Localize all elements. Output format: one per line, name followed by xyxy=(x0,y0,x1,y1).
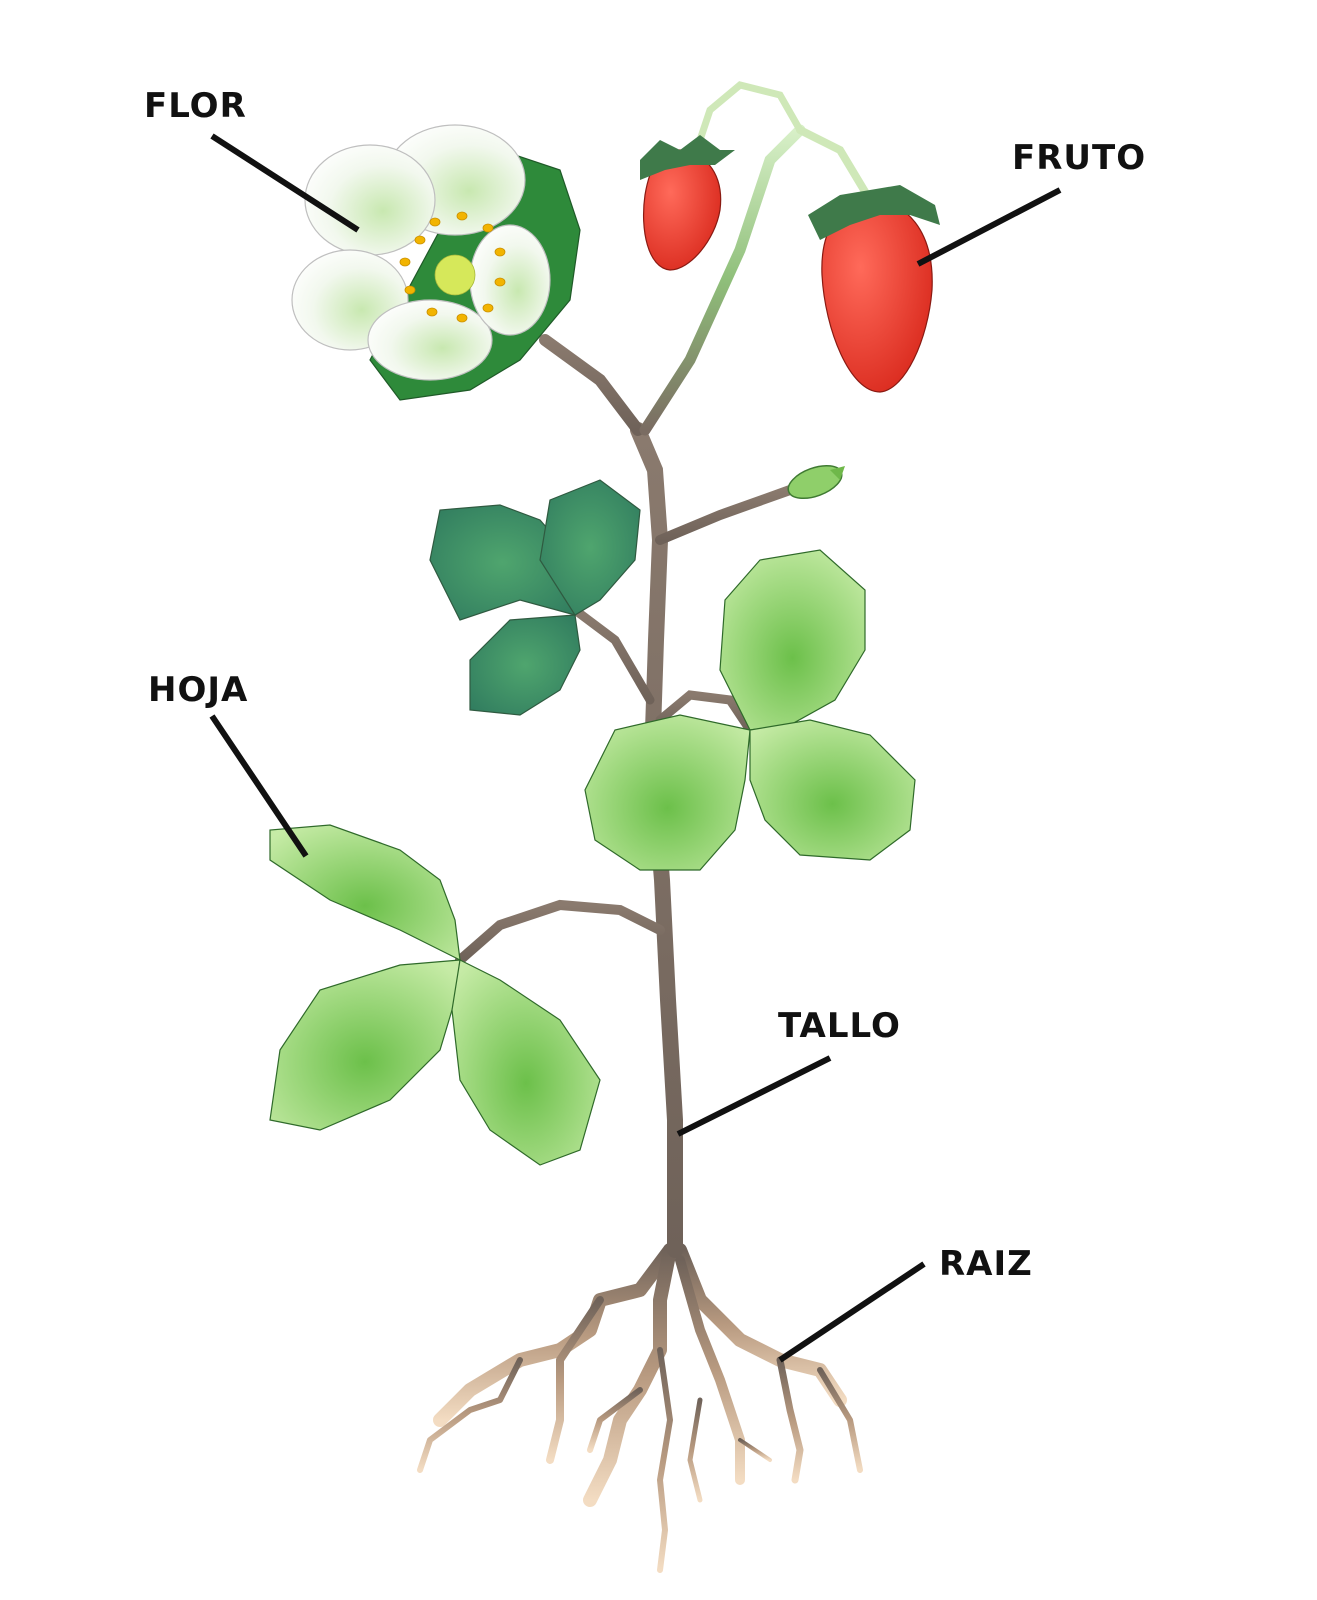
leaf-cluster-upper xyxy=(429,479,641,716)
leader-lines xyxy=(209,133,1062,1363)
label-flor: FLOR xyxy=(144,86,247,126)
leader-line-fruto xyxy=(916,187,1062,267)
leader-line-hoja xyxy=(209,714,309,858)
leaf-cluster-left xyxy=(269,824,601,1166)
stamens xyxy=(399,211,506,323)
label-fruto: FRUTO xyxy=(1012,138,1147,178)
fruit-large xyxy=(808,185,940,393)
label-tallo: TALLO xyxy=(778,1006,901,1046)
flower xyxy=(291,124,581,401)
leader-line-raiz xyxy=(778,1261,926,1363)
label-hoja: HOJA xyxy=(148,670,249,710)
leader-line-flor xyxy=(210,133,360,233)
bud xyxy=(787,464,845,500)
leader-line-tallo xyxy=(676,1055,832,1137)
fruit-small xyxy=(640,135,735,271)
leaf-cluster-right xyxy=(584,549,916,871)
label-raiz: RAIZ xyxy=(939,1244,1033,1284)
roots xyxy=(417,1243,863,1573)
